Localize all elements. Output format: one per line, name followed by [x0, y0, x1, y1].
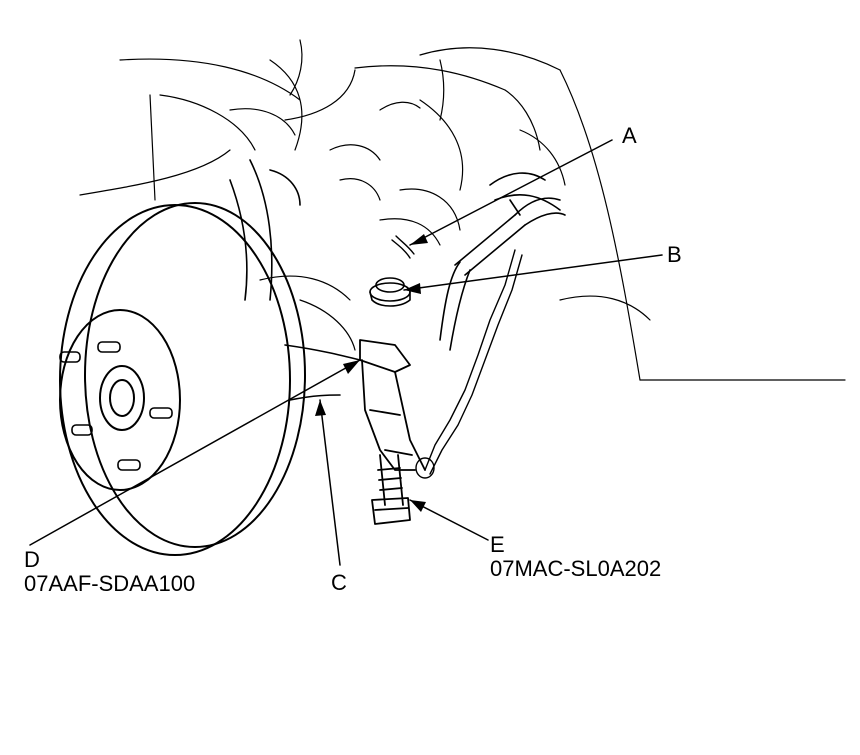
fork-chain [415, 249, 523, 479]
cotter-pin [391, 235, 415, 259]
arrowhead-e [410, 500, 426, 512]
lower-arm [229, 159, 361, 401]
arrowhead-b [404, 283, 421, 294]
leader-line-d [29, 359, 361, 546]
arrowhead-d [343, 360, 360, 374]
leader-lines [29, 139, 663, 566]
leader-line-a [409, 139, 613, 246]
castle-nut [369, 277, 411, 307]
arrowhead-c [315, 400, 326, 416]
leader-arrowheads [315, 234, 428, 512]
leader-line-b [403, 254, 663, 291]
callout-e-label: E [490, 532, 505, 557]
callout-b-label: B [667, 242, 682, 267]
ball-joint-remover [359, 339, 426, 525]
background-chassis-lines [79, 39, 846, 381]
arrowhead-a [410, 234, 428, 245]
callout-d-label: D [24, 547, 40, 572]
callout-a-label: A [622, 123, 637, 148]
callout-e-part-number: 07MAC-SL0A202 [490, 556, 662, 581]
tie-rod [439, 172, 566, 351]
brake-disc [59, 202, 306, 556]
callout-d-part-number: 07AAF-SDAA100 [24, 571, 196, 596]
callout-c-label: C [331, 570, 347, 595]
wheel-studs [59, 341, 173, 471]
leader-line-c [319, 399, 341, 566]
